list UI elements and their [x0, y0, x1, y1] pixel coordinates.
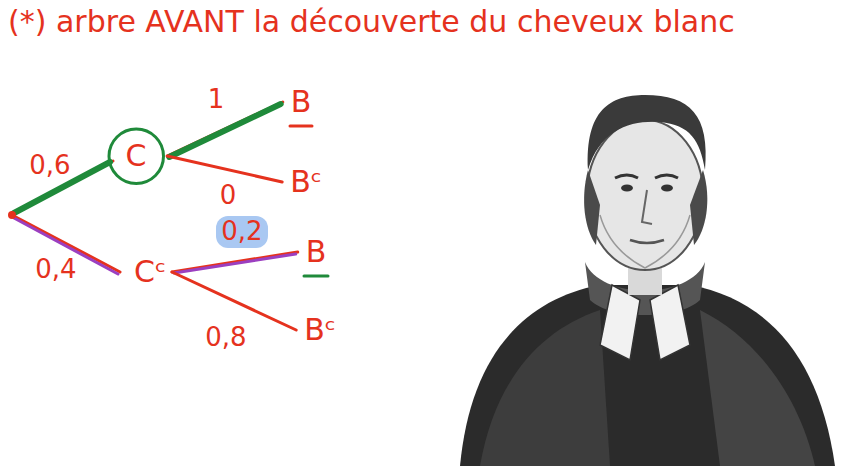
branch-line: [172, 272, 296, 330]
event-name: Bᶜ: [304, 313, 336, 348]
event-circle: C: [107, 127, 166, 186]
event-name: Cᶜ: [134, 255, 166, 290]
portrait: [440, 50, 840, 466]
probability-label: 0,6: [29, 150, 70, 181]
event-name: B: [306, 235, 327, 270]
branch-line: [167, 156, 282, 182]
event-name: Bᶜ: [290, 165, 322, 200]
event-node: Bᶜ: [286, 161, 326, 204]
probability-label: 1: [208, 84, 225, 115]
probability-label: 0,8: [205, 322, 246, 353]
title: (*) arbre AVANT la découverte du cheveux…: [8, 4, 735, 40]
event-name: C: [126, 139, 147, 174]
event-node: Bᶜ: [300, 309, 340, 352]
event-name: B: [291, 85, 312, 120]
event-node: Cᶜ: [130, 251, 170, 294]
branch-highlight: [174, 254, 296, 273]
event-node: B: [302, 231, 331, 274]
probability-label: 0: [220, 180, 237, 211]
probability-label: 0,2: [216, 216, 267, 247]
event-node: B: [287, 81, 316, 124]
branch-line: [167, 102, 282, 156]
branch-highlight: [169, 104, 280, 157]
probability-label: 0,4: [35, 254, 76, 285]
branch-line: [172, 252, 298, 272]
